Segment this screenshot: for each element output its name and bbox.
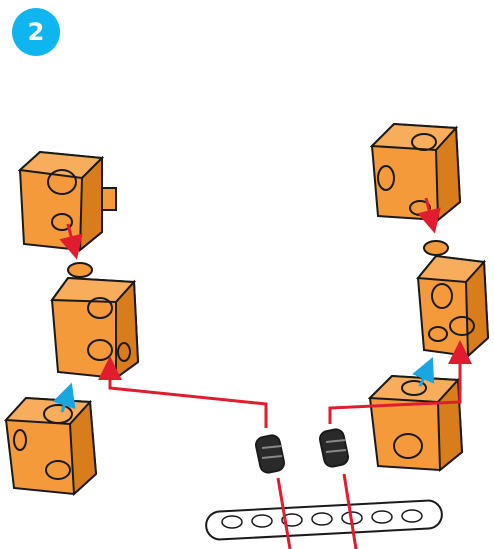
- beam-bar: [205, 500, 442, 540]
- cube-right-top: [372, 124, 460, 220]
- cube-left-middle: [52, 263, 138, 378]
- cube-left-bottom: [6, 398, 96, 494]
- cube-right-middle: [418, 241, 488, 356]
- axle-connector-left: [255, 434, 286, 474]
- axle-connector-right: [319, 428, 350, 468]
- red-guide-arrows: [68, 198, 460, 549]
- cube-left-top: [20, 152, 116, 250]
- cube-right-bottom: [370, 376, 462, 470]
